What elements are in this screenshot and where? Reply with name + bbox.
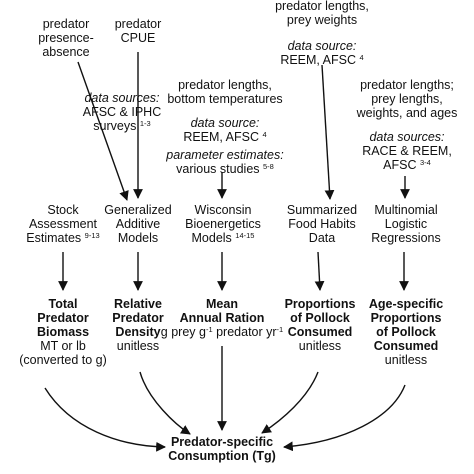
arrow-food-habits-to-proportions <box>314 251 325 291</box>
data-sources-label: data sources: <box>84 91 160 105</box>
input-presence-absence: predator presence- absence <box>38 17 94 59</box>
arrow-age-props-to-final <box>283 384 406 452</box>
arrow-top-to-food-habits <box>321 64 335 200</box>
output-proportions-pollock-consumed: Proportions of Pollock Consumed unitless <box>284 297 356 353</box>
input-predator-cpue: predator CPUE <box>114 17 162 45</box>
input-predator-prey-lengths-ages: predator lengths; prey lengths, weights,… <box>344 78 470 172</box>
arrow-proportions-to-final <box>261 371 319 434</box>
output-relative-predator-density: Relative Predator Density unitless <box>112 297 164 353</box>
model-food-habits-data: Summarized Food Habits Data <box>286 203 358 245</box>
parameter-estimates-label: parameter estimates: <box>166 148 284 162</box>
data-source-label: data source: <box>287 39 357 53</box>
model-wisconsin-bioenergetics: Wisconsin Bioenergetics Models 14-15 <box>185 203 261 245</box>
data-source-text: REEM, AFSC 4 <box>183 130 267 144</box>
data-source-text: REEM, AFSC 4 <box>280 53 364 67</box>
data-sources-label: data sources: <box>369 130 445 144</box>
arrow-presence-to-gam <box>77 61 129 201</box>
data-source-label: data source: <box>190 116 260 130</box>
arrow-density-to-final <box>139 371 191 435</box>
final-predator-specific-consumption: Predator-specific Consumption (Tg) <box>168 435 276 463</box>
arrow-biomass-to-final <box>44 387 166 452</box>
data-sources-surveys: data sources: AFSC & IPHC surveys 1-3 <box>68 91 176 133</box>
model-generalized-additive: Generalized Additive Models <box>104 203 172 245</box>
output-mean-annual-ration: Mean Annual Ration g prey g-1 predator y… <box>160 297 284 339</box>
output-age-specific-proportions: Age-specific Proportions of Pollock Cons… <box>368 297 444 367</box>
model-multinomial-logistic: Multinomial Logistic Regressions <box>371 203 441 245</box>
output-total-predator-biomass: Total Predator Biomass MT or lb (convert… <box>19 297 107 367</box>
input-predator-lengths-bottom-temps: predator lengths, bottom temperatures da… <box>160 78 290 176</box>
parameter-estimates-text: various studies 5-8 <box>176 162 274 176</box>
input-predator-lengths-prey-weights: predator lengths, prey weights data sour… <box>252 0 392 67</box>
ration-units: g prey g-1 predator yr-1 <box>160 325 284 339</box>
model-stock-assessment: Stock Assessment Estimates 9-13 <box>26 203 100 245</box>
